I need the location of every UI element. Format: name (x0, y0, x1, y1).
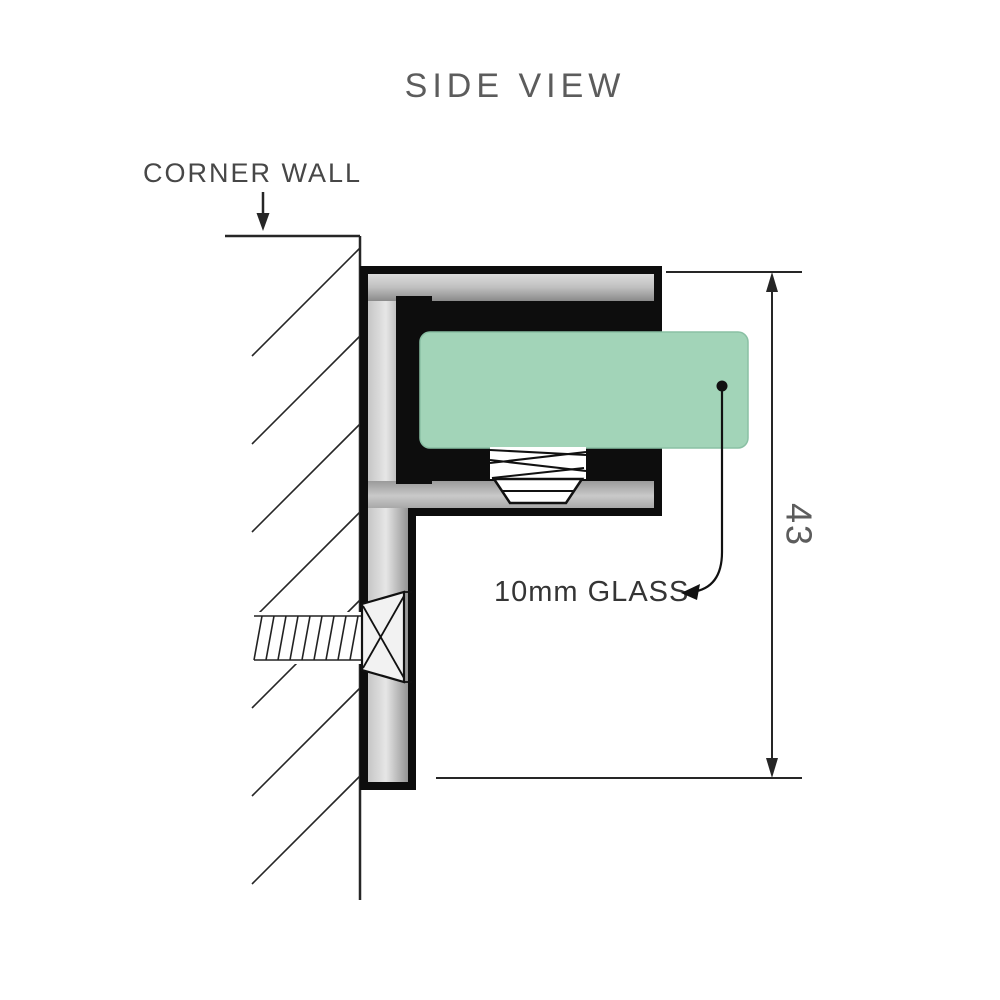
diagram-title: SIDE VIEW (405, 67, 626, 105)
dimension-arrow-down (766, 758, 778, 778)
glass-label: 10mm GLASS (494, 576, 689, 608)
wall-screw-head-detail (362, 591, 412, 683)
corner-wall-arrowhead (256, 213, 270, 231)
glass-callout: 10mm GLASS (494, 380, 728, 608)
dimension-value: 43 (778, 503, 819, 547)
wall-hatching (251, 247, 361, 885)
glass-leader-arrowhead (681, 584, 700, 600)
wall-screw-threads (253, 615, 362, 661)
grub-screw-threads (489, 449, 587, 492)
dimension-43: 43 (436, 271, 819, 779)
corner-wall-callout: CORNER WALL (143, 158, 362, 231)
corner-wall-label: CORNER WALL (143, 158, 362, 188)
glass-panel (419, 331, 749, 449)
wall-screw (250, 590, 412, 684)
dimension-arrow-up (766, 272, 778, 292)
grub-screw (489, 447, 587, 505)
wall-section (225, 234, 362, 900)
